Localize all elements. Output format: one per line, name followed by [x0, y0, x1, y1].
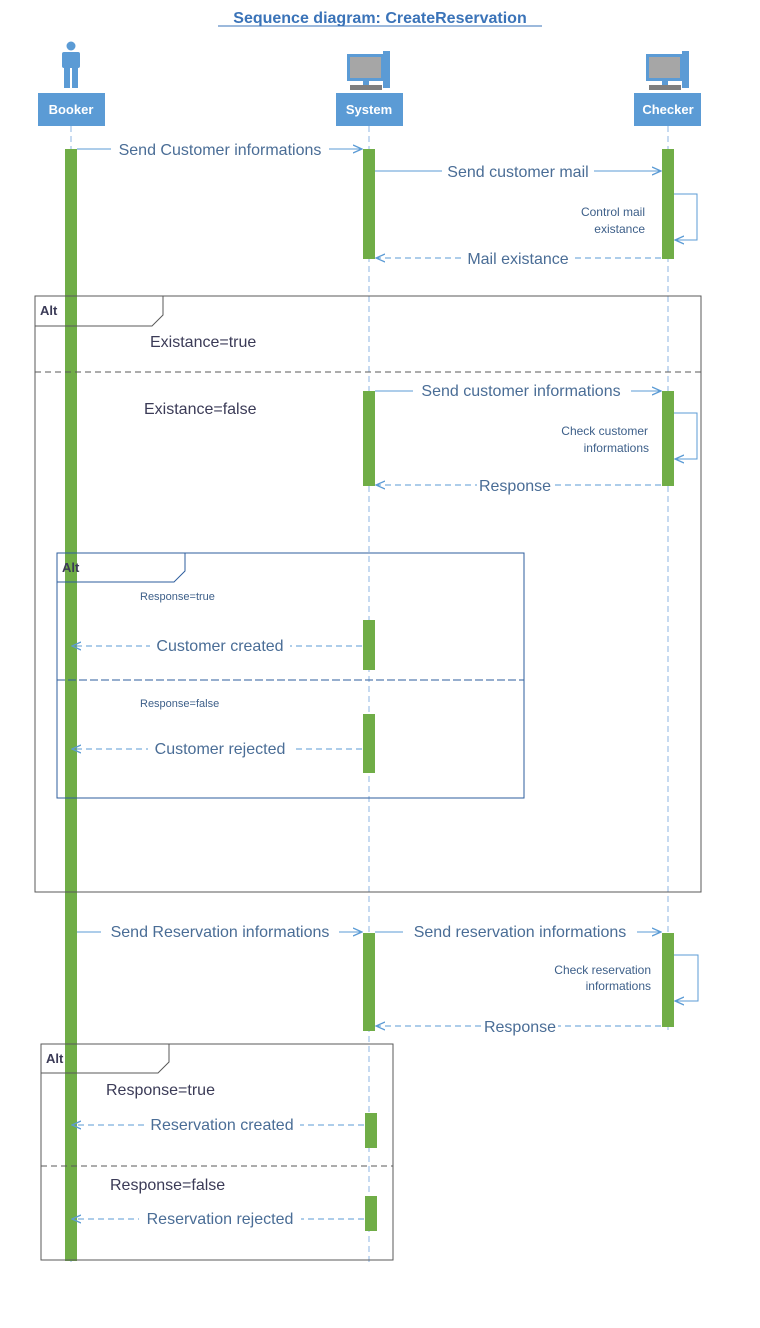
message-label: Customer created: [156, 638, 283, 655]
message-label: Reservation created: [150, 1117, 293, 1134]
fragment-frame: [40, 1043, 394, 1261]
alt-fragment-existance: Alt Existance=true Existance=false: [34, 295, 702, 893]
self-call-control-mail-existance: Control mail existance: [581, 193, 698, 240]
guard-existance-true: Existance=true: [150, 334, 256, 351]
system-participant: System: [336, 51, 403, 126]
booker-participant: Booker: [38, 41, 105, 126]
checker-participant: Checker: [634, 51, 701, 126]
message-send-reservation-informations: Send Reservation informations: [77, 923, 362, 941]
message-response: Response: [376, 1017, 661, 1036]
system-activation: [363, 714, 375, 773]
system-activation: [365, 1113, 377, 1148]
checker-box: [634, 93, 701, 126]
checker-activation: [662, 149, 674, 259]
person-icon: [62, 41, 80, 88]
fragment-frame: [56, 552, 525, 799]
message-mail-existance: Mail existance: [376, 249, 661, 268]
note-line: informations: [586, 979, 651, 993]
checker-activation: [662, 933, 674, 1027]
fragment-frame: [34, 295, 702, 893]
message-label: Send customer mail: [447, 164, 588, 181]
guard-existance-false: Existance=false: [144, 401, 257, 418]
fragment-label: Alt: [62, 560, 80, 575]
message-label: Reservation rejected: [147, 1211, 294, 1228]
message-label: Send Customer informations: [119, 142, 322, 159]
message-send-reservation-informations: Send reservation informations: [375, 923, 661, 941]
message-label: Customer rejected: [155, 741, 286, 758]
message-customer-rejected: Customer rejected: [72, 740, 362, 758]
booker-label: Booker: [49, 102, 94, 117]
system-activation: [363, 391, 375, 486]
booker-activation: [65, 149, 77, 1261]
fragment-tab: [35, 296, 164, 327]
system-box: [336, 93, 403, 126]
message-label: Response: [484, 1019, 556, 1036]
message-label: Response: [479, 478, 551, 495]
self-call-check-reservation-informations: Check reservation informations: [554, 954, 699, 1001]
message-send-customer-informations: Send Customer informations: [77, 140, 362, 159]
message-send-customer-mail: Send customer mail: [375, 162, 661, 181]
fragment-label: Alt: [46, 1051, 64, 1066]
message-label: Send reservation informations: [414, 924, 627, 941]
message-send-customer-informations: Send customer informations: [375, 381, 661, 400]
message-customer-created: Customer created: [72, 637, 362, 655]
note-line: existance: [594, 222, 645, 236]
computer-icon: [646, 51, 689, 90]
message-reservation-created: Reservation created: [72, 1116, 364, 1134]
system-activation: [365, 1196, 377, 1231]
fragment-tab: [41, 1044, 170, 1074]
guard-response-true: Response=true: [106, 1082, 215, 1099]
fragment-label: Alt: [40, 303, 58, 318]
alt-fragment-response: Alt Response=true Response=false: [56, 552, 525, 799]
system-activation: [363, 933, 375, 1031]
checker-label: Checker: [642, 102, 693, 117]
system-activation: [363, 620, 375, 670]
message-reservation-rejected: Reservation rejected: [72, 1210, 364, 1228]
guard-response-true: Response=true: [140, 591, 215, 603]
system-activation: [363, 149, 375, 259]
alt-fragment-reservation-response: Alt Response=true Response=false: [40, 1043, 394, 1261]
note-line: informations: [584, 441, 649, 455]
diagram-title: Sequence diagram: CreateReservation: [233, 10, 526, 27]
guard-response-false: Response=false: [110, 1177, 225, 1194]
note-line: Check reservation: [554, 963, 651, 977]
checker-activation: [662, 391, 674, 486]
message-label: Send Reservation informations: [111, 924, 330, 941]
note-line: Check customer: [561, 424, 648, 438]
self-call-check-customer-informations: Check customer informations: [561, 412, 698, 459]
system-label: System: [346, 102, 392, 117]
fragment-tab: [57, 553, 186, 583]
booker-box: [38, 93, 105, 126]
message-response: Response: [376, 476, 661, 495]
computer-icon: [347, 51, 390, 90]
message-label: Send customer informations: [421, 383, 620, 400]
message-label: Mail existance: [467, 251, 568, 268]
guard-response-false: Response=false: [140, 698, 219, 710]
note-line: Control mail: [581, 205, 645, 219]
